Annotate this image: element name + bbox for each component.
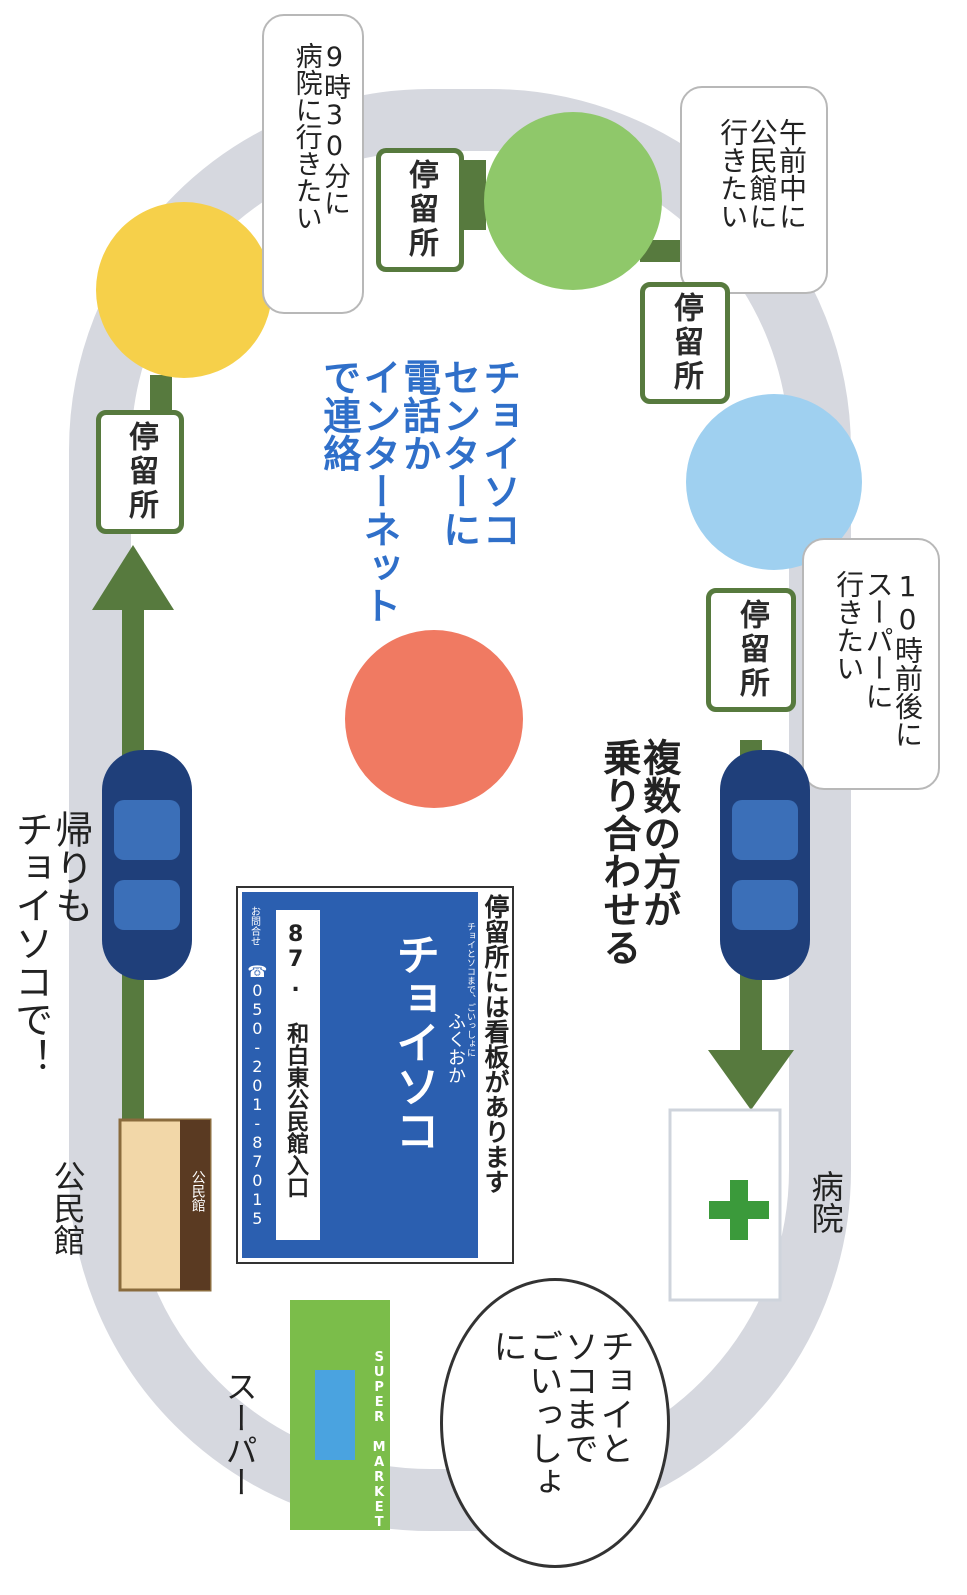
stop-marker-right: 停留所 <box>706 588 796 712</box>
elderly-man-green-icon <box>484 112 662 290</box>
hospital-label: 病院 <box>806 1170 845 1234</box>
community-hall-label: 公民館 <box>48 1160 87 1256</box>
center-line1: チョイソコ <box>476 358 521 548</box>
return-caption: 帰りも チョイソコで！ <box>8 810 93 1110</box>
center-line3: 電話か <box>396 358 441 472</box>
signboard-logo-sub: ふくおか <box>445 1012 466 1084</box>
stop-signboard: 停留所には看板があります チョイソコ ふくおか チョイとソコまで、ごいっしょに … <box>236 886 514 1264</box>
taxi-left-icon <box>102 750 192 980</box>
slogan-circle: チョイと ソコまで ごいっしょに <box>440 1278 670 1568</box>
bubble-community-hall: 午前中に 公民館に 行きたい <box>680 86 828 294</box>
center-line5: で連絡 <box>316 358 361 472</box>
signboard-panel: チョイソコ ふくおか チョイとソコまで、ごいっしょに 87. 和白東公民館入口 … <box>242 892 478 1258</box>
bubble-hospital-930-line2: 病院に行きたい <box>290 42 322 231</box>
stop-label: 停留所 <box>123 421 158 523</box>
signboard-logo: チョイソコ <box>388 932 439 1152</box>
return-line2: チョイソコで！ <box>8 810 53 1076</box>
stop-label: 停留所 <box>668 292 703 394</box>
signboard-stop-name: 87. 和白東公民館入口 <box>283 922 309 1198</box>
bubble-super-line1: 10時前後に <box>891 570 924 748</box>
signboard-stop-panel: 87. 和白東公民館入口 <box>276 910 320 1240</box>
bubble-super-line3: 行きたい <box>832 570 866 682</box>
stop-marker-top-right: 停留所 <box>640 282 730 404</box>
bubble-super-line2: スーパーに <box>861 570 895 710</box>
signboard-contact-label: お問合せ <box>248 906 260 946</box>
community-hall-sign: 公民館 <box>189 1170 206 1212</box>
stop-marker-top-left: 停留所 <box>376 148 464 272</box>
slogan-line1: チョイと <box>594 1329 634 1465</box>
hospital-icon <box>668 1108 782 1302</box>
taxi-right-icon <box>720 750 810 980</box>
signboard-caption: 停留所には看板があります <box>481 894 510 1194</box>
bubble-community-line3: 行きたい <box>716 118 750 230</box>
bubble-supermarket-10: 10時前後に スーパーに 行きたい <box>802 538 940 790</box>
supermarket-sign: SUPER MARKET <box>371 1350 387 1530</box>
supermarket-label: スーパー <box>220 1370 259 1498</box>
stop-label: 停留所 <box>403 159 438 261</box>
slogan-line2: ソコまで <box>558 1329 599 1465</box>
ride-share-line1: 複数の方が <box>636 738 681 928</box>
community-hall-icon <box>118 1118 212 1292</box>
bubble-community-line1: 午前中に <box>775 118 808 230</box>
center-line2: センターに <box>436 358 481 548</box>
supermarket-icon <box>290 1300 390 1530</box>
bubble-hospital-930-line1: 9時30分に <box>319 42 350 216</box>
bubble-hospital-930: 9時30分に 病院に行きたい <box>262 14 364 314</box>
signboard-tagline: チョイとソコまで、ごいっしょに <box>465 922 475 1057</box>
signboard-phone: ☎050-201-87015 <box>247 962 267 1228</box>
stop-marker-left: 停留所 <box>96 410 184 534</box>
ride-share-line2: 乗り合わせる <box>596 738 641 966</box>
ride-share-caption: 複数の方が 乗り合わせる <box>596 738 681 1038</box>
slogan-line3: ごいっしょに <box>486 1329 563 1499</box>
slogan-text: チョイと ソコまで ごいっしょに <box>486 1329 634 1529</box>
elderly-woman-yellow-icon <box>96 202 272 378</box>
operator-coral-icon <box>345 630 523 808</box>
center-message: チョイソコ センターに 電話か インターネット で連絡 <box>316 358 521 658</box>
bubble-community-line2: 公民館に <box>745 118 779 230</box>
return-line1: 帰りも <box>48 810 93 924</box>
stop-label: 停留所 <box>734 599 769 701</box>
center-line4: インターネット <box>356 358 401 624</box>
